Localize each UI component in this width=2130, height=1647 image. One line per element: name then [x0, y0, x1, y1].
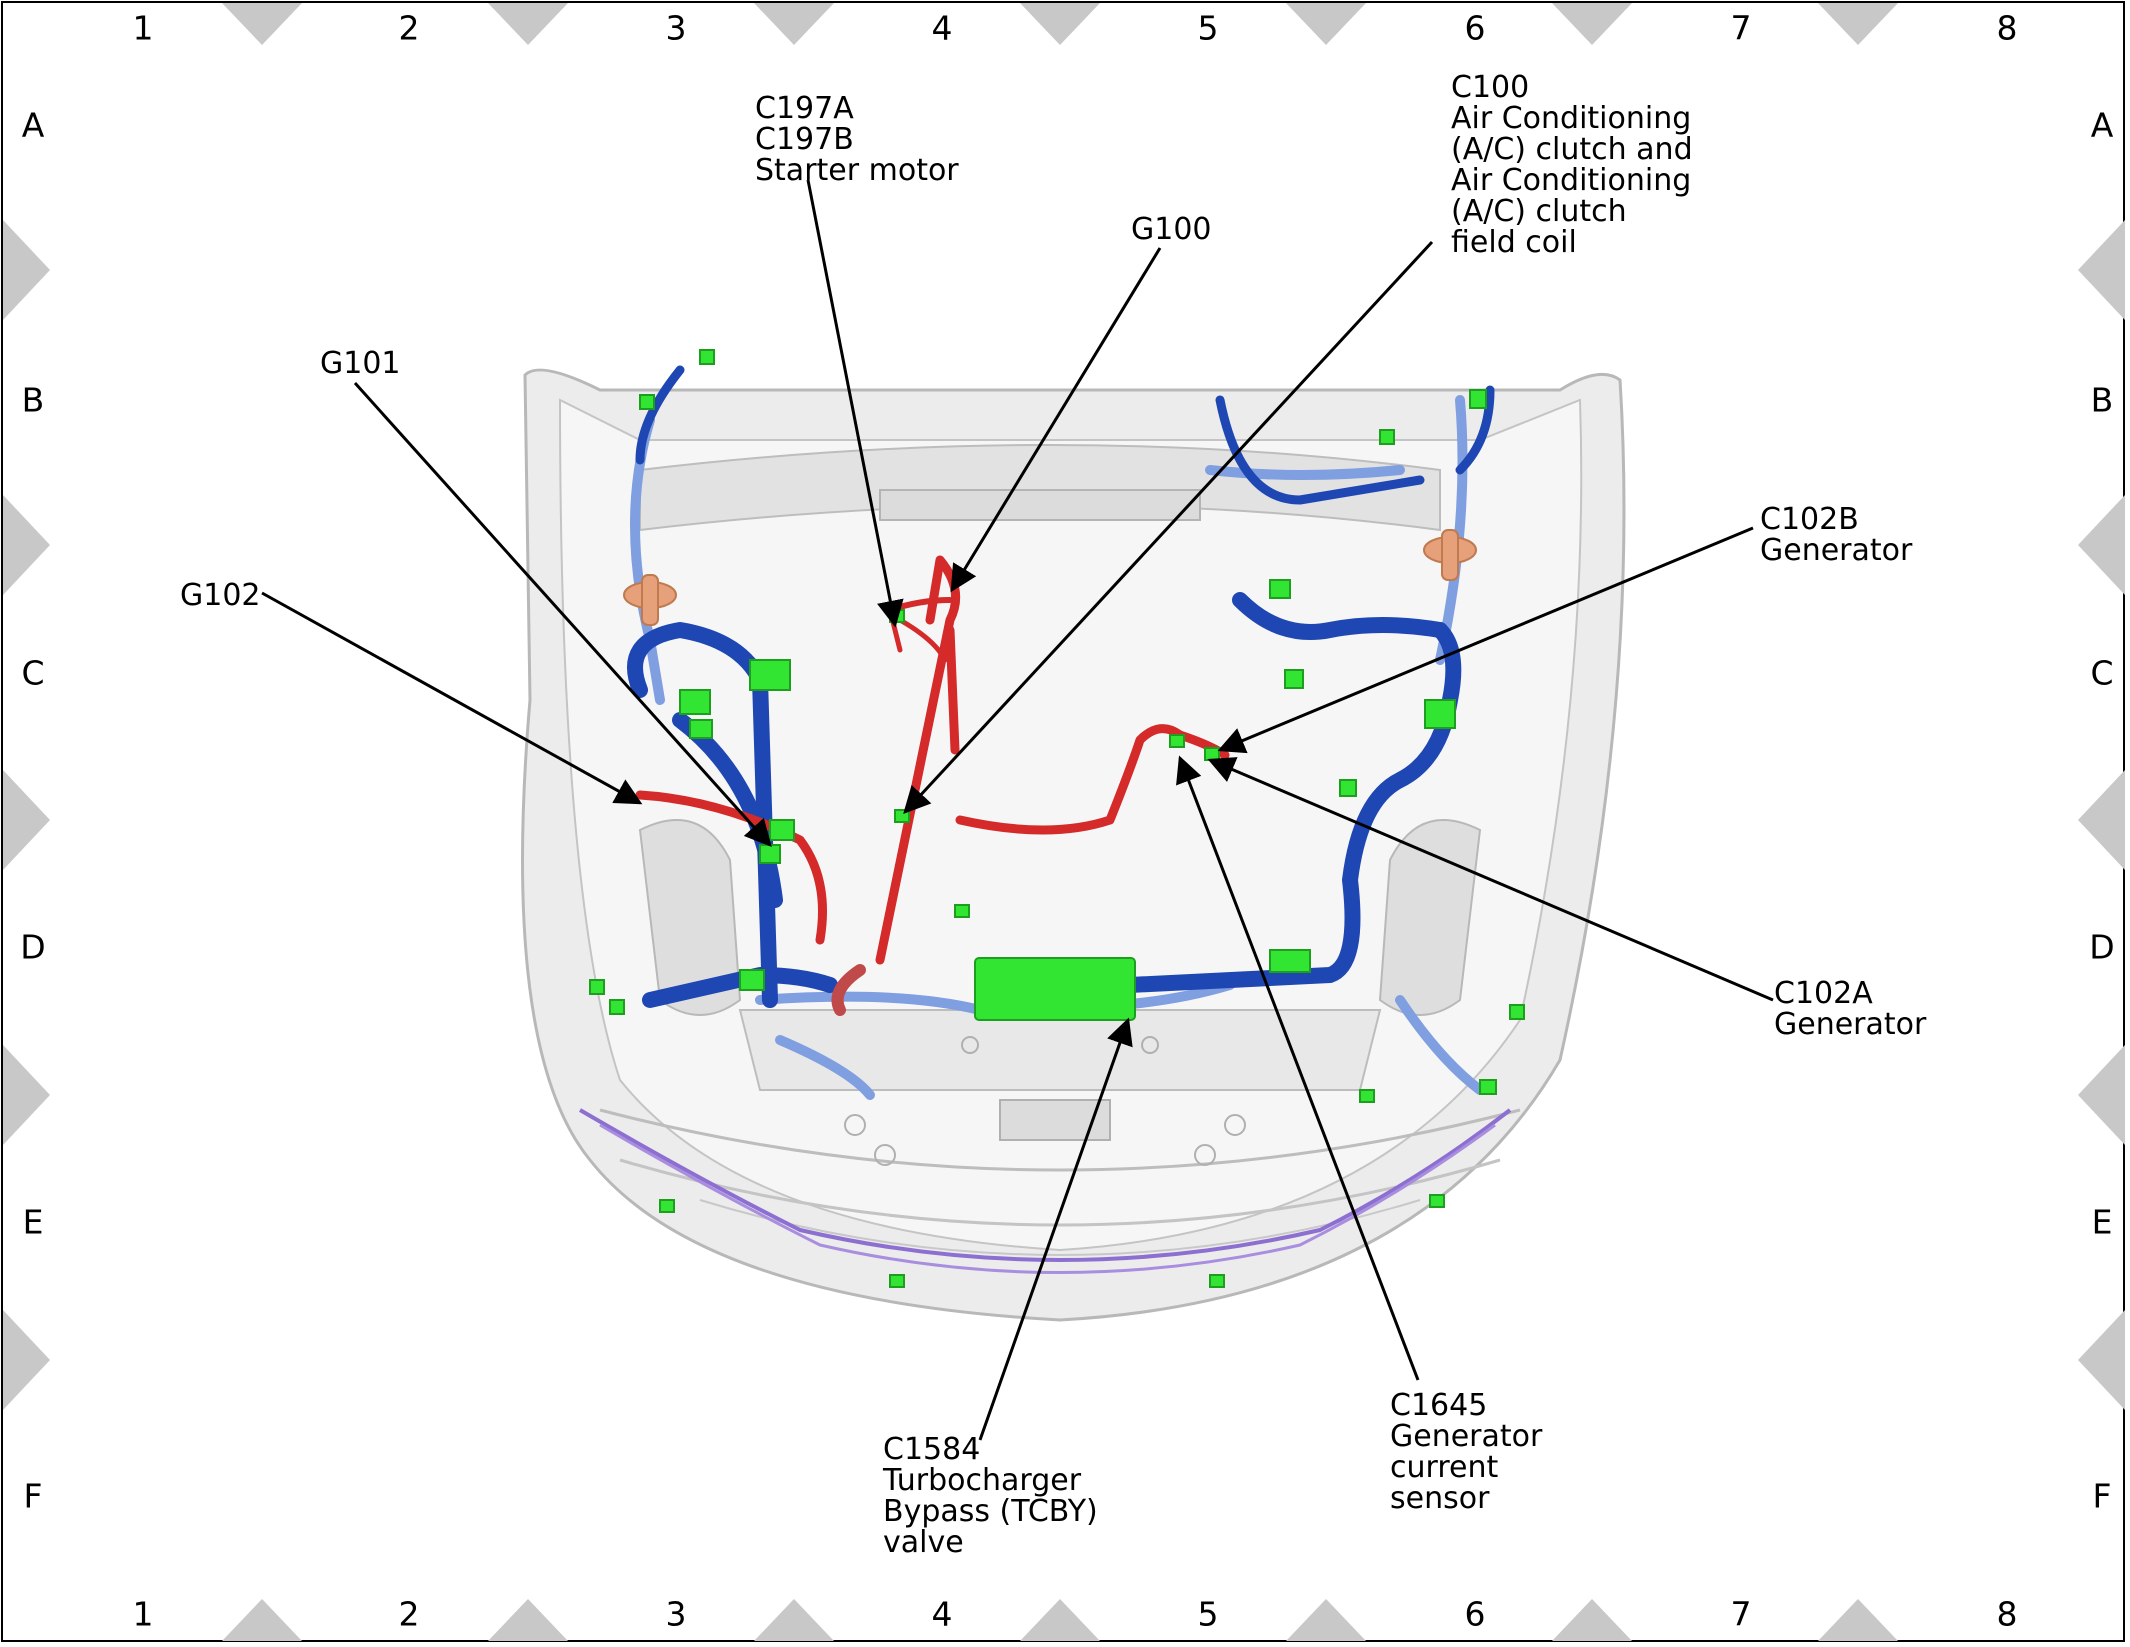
leader-c102a	[1207, 757, 1774, 1002]
column-label-bottom-3: 3	[665, 1594, 687, 1634]
callout-g101: G101	[320, 348, 401, 379]
leader-c100	[903, 240, 1434, 814]
row-label-right-E: E	[2091, 1202, 2113, 1242]
tcby-valve-module	[974, 957, 1136, 1021]
callout-line: C100	[1451, 70, 1530, 105]
callout-line: G101	[320, 346, 401, 381]
column-label-bottom-6: 6	[1464, 1594, 1486, 1634]
callout-line: sensor	[1390, 1481, 1490, 1516]
row-label-left-F: F	[23, 1476, 43, 1516]
row-label-right-D: D	[2089, 927, 2115, 967]
column-label-top-4: 4	[931, 8, 953, 48]
callout-line: current	[1390, 1450, 1499, 1485]
column-label-bottom-7: 7	[1730, 1594, 1752, 1634]
leader-g100	[950, 247, 1162, 593]
callout-line: C102A	[1774, 976, 1873, 1011]
callout-g100: G100	[1131, 214, 1212, 245]
leader-lines	[261, 179, 1774, 1441]
row-label-right-F: F	[2092, 1476, 2112, 1516]
leader-c102b	[1217, 526, 1754, 754]
callout-line: field coil	[1451, 225, 1577, 260]
row-label-left-D: D	[20, 927, 46, 967]
leader-g102	[261, 591, 643, 805]
leader-c197	[806, 179, 904, 628]
column-label-top-3: 3	[665, 8, 687, 48]
leader-g101	[353, 381, 772, 848]
callout-line: G100	[1131, 212, 1212, 247]
column-label-top-8: 8	[1996, 8, 2018, 48]
callout-line: C197B	[755, 122, 854, 157]
column-label-bottom-8: 8	[1996, 1594, 2018, 1634]
bumper-harness	[578, 1108, 1512, 1274]
callout-line: Generator	[1774, 1007, 1927, 1042]
column-label-bottom-4: 4	[931, 1594, 953, 1634]
callout-line: (A/C) clutch and	[1451, 132, 1693, 167]
leader-c1584	[978, 1017, 1133, 1441]
main-harness	[627, 365, 1495, 1008]
callout-line: G102	[180, 578, 261, 613]
row-label-right-C: C	[2090, 653, 2114, 693]
row-label-right-B: B	[2090, 380, 2114, 420]
callout-line: C1645	[1390, 1388, 1488, 1423]
grid-edge-markers	[3, 3, 2125, 1641]
column-label-top-2: 2	[398, 8, 420, 48]
row-label-left-E: E	[22, 1202, 44, 1242]
column-label-bottom-2: 2	[398, 1594, 420, 1634]
callout-line: (A/C) clutch	[1451, 194, 1627, 229]
callout-line: C102B	[1760, 502, 1859, 537]
callout-line: Generator	[1390, 1419, 1543, 1454]
callout-g102: G102	[180, 580, 261, 611]
callout-line: valve	[883, 1525, 964, 1560]
salmon-fittings	[623, 529, 1477, 626]
column-label-bottom-1: 1	[132, 1594, 154, 1634]
callout-line: Bypass (TCBY)	[883, 1494, 1098, 1529]
column-label-top-7: 7	[1730, 8, 1752, 48]
leader-c1645	[1176, 755, 1420, 1381]
callout-line: Air Conditioning	[1451, 101, 1692, 136]
callout-line: Starter motor	[755, 153, 959, 188]
row-label-left-C: C	[21, 653, 45, 693]
callout-line: C1584	[883, 1432, 981, 1467]
callout-line: Air Conditioning	[1451, 163, 1692, 198]
row-label-right-A: A	[2090, 105, 2114, 145]
battery-cable	[635, 555, 1230, 1016]
column-label-top-1: 1	[132, 8, 154, 48]
callout-line: Generator	[1760, 533, 1913, 568]
callout-line: Turbocharger	[883, 1463, 1082, 1498]
column-label-top-5: 5	[1197, 8, 1219, 48]
callout-line: C197A	[755, 91, 854, 126]
row-label-left-B: B	[21, 380, 45, 420]
row-label-left-A: A	[21, 105, 45, 145]
column-label-top-6: 6	[1464, 8, 1486, 48]
column-label-bottom-5: 5	[1197, 1594, 1219, 1634]
